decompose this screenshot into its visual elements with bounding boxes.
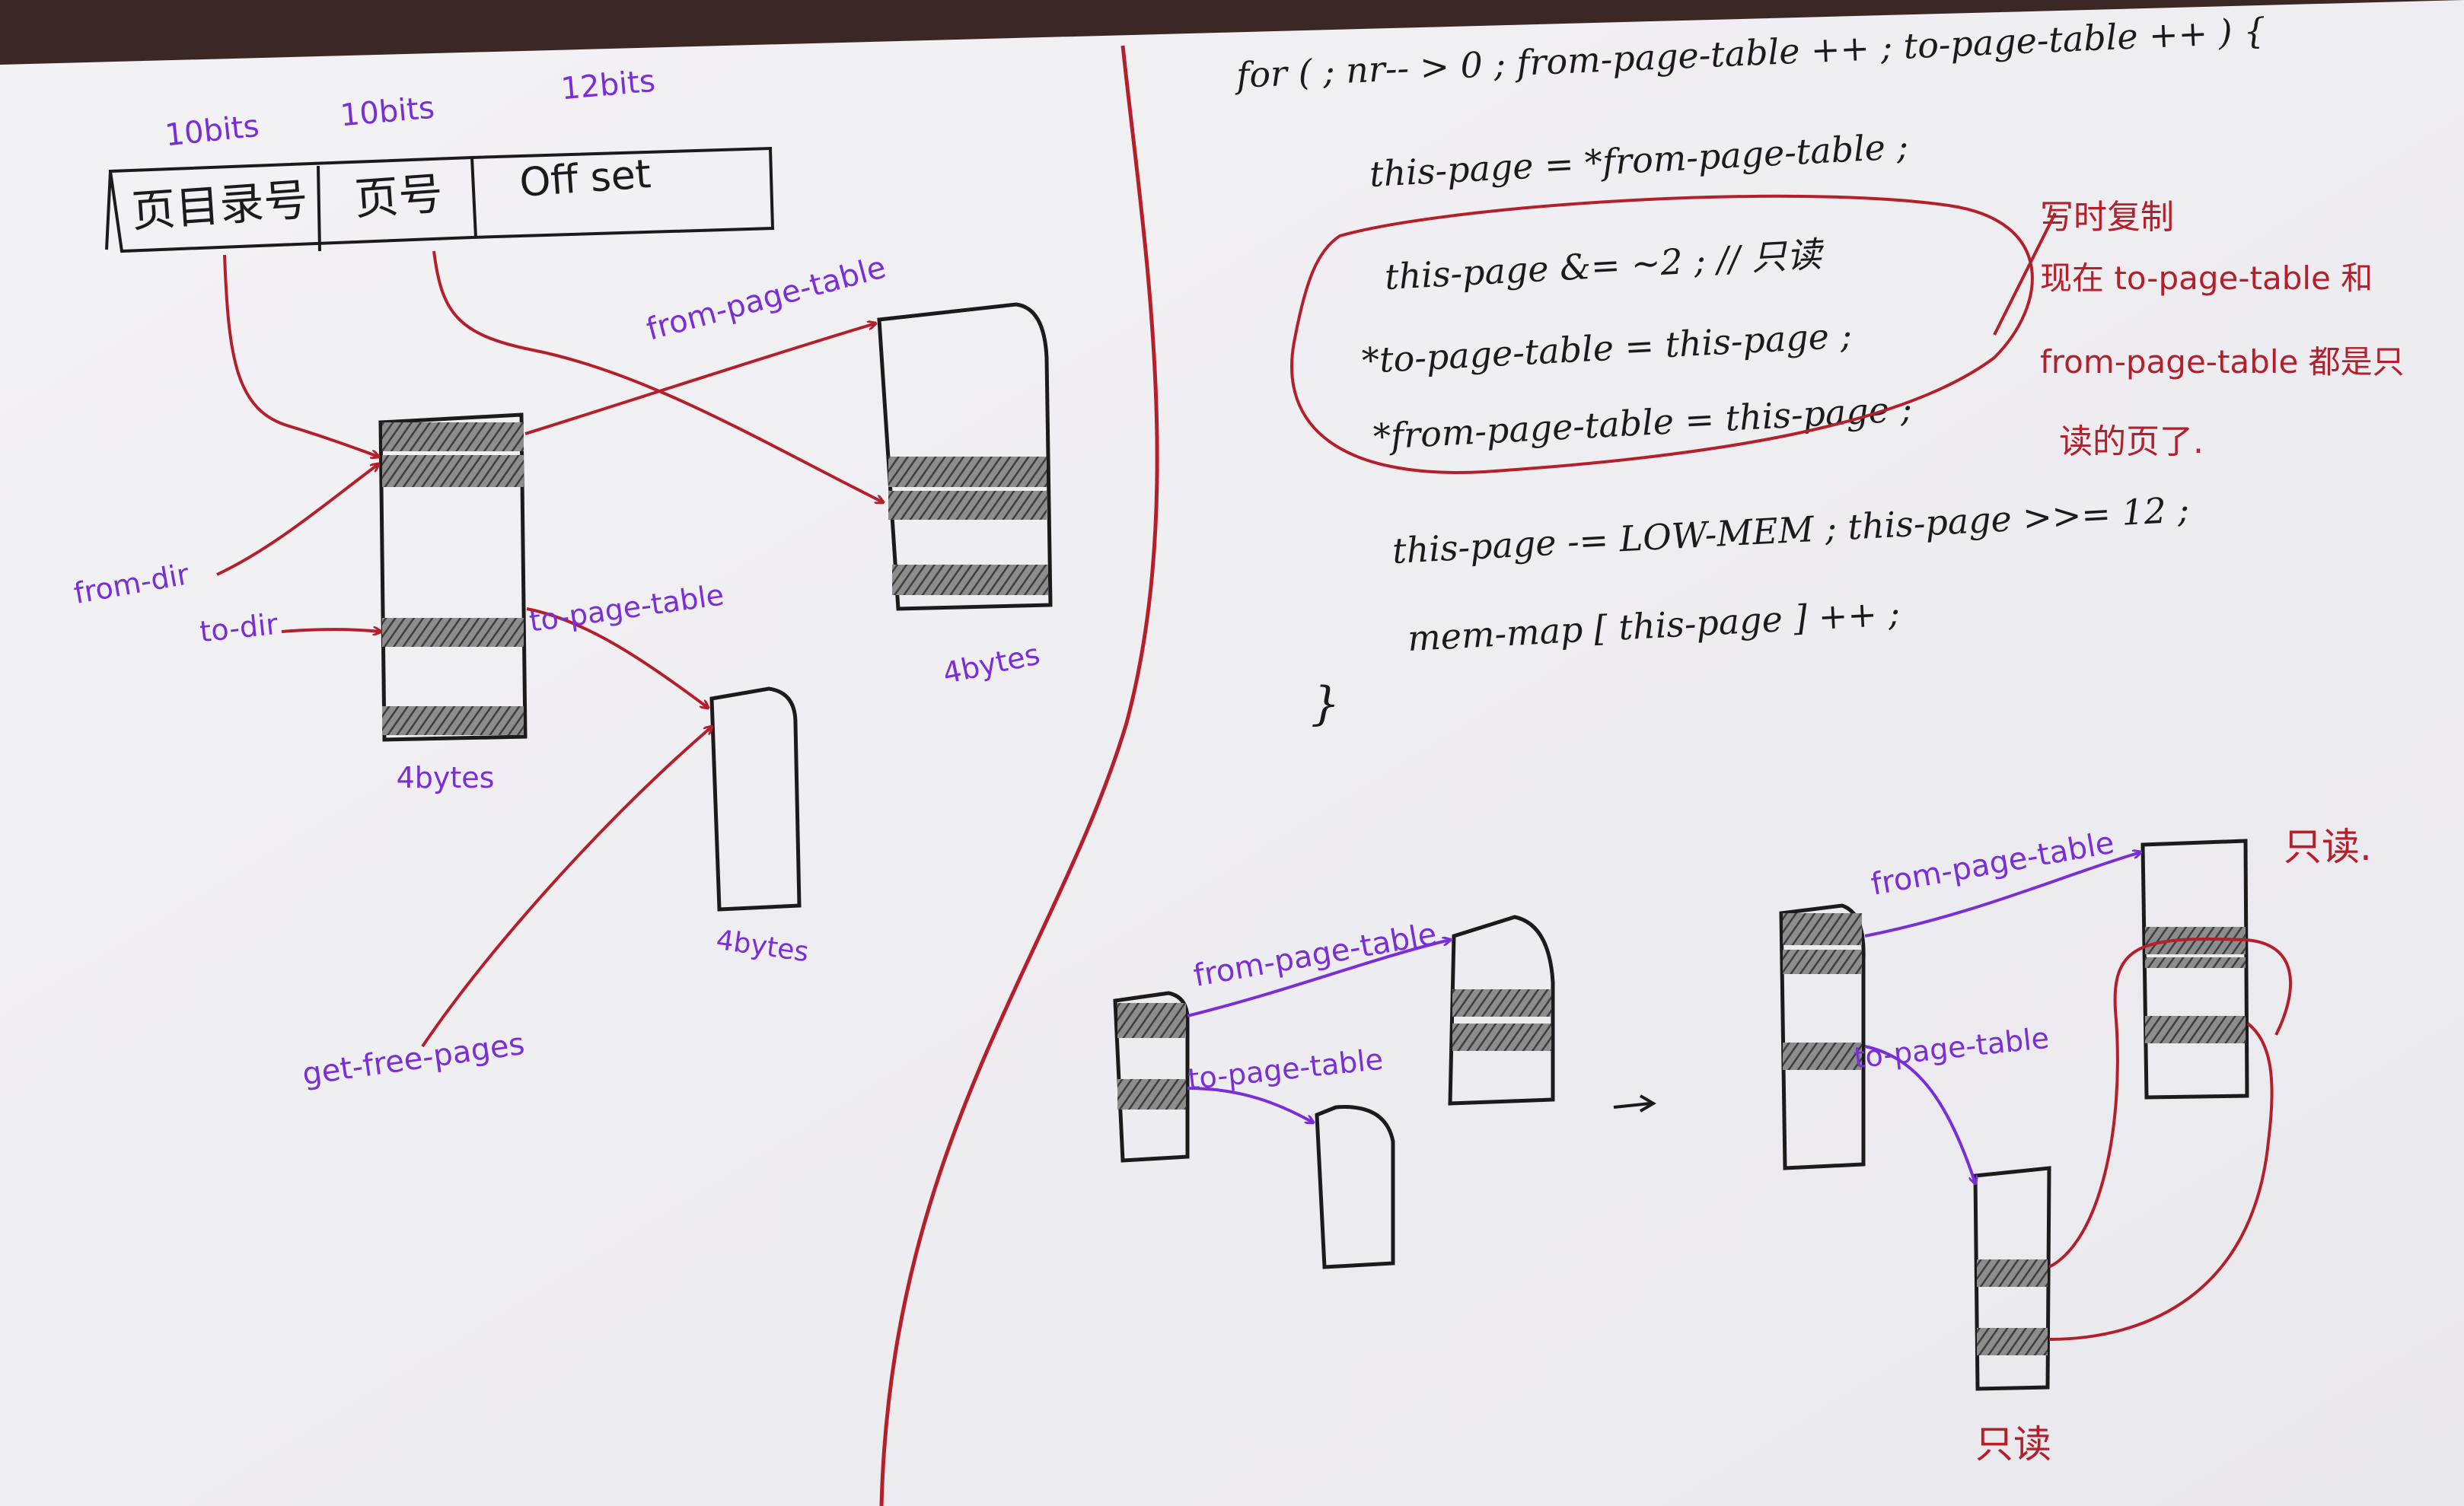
dir-entry: [1117, 1079, 1186, 1110]
dir-entry: [1117, 1003, 1186, 1038]
arrow-to-dir: [281, 629, 381, 632]
arrow-to-page-table: [526, 607, 708, 708]
address-divider-1: [317, 165, 321, 252]
bits-label-offset: 12bits: [559, 64, 656, 107]
page-entry: [2145, 957, 2246, 968]
dir-entry: [382, 422, 524, 451]
address-format: 10bits 10bits 12bits 页目录号 页号 Off set: [105, 64, 775, 253]
arrow-from-page-table-a: [1187, 940, 1450, 1017]
dir-entry: [1783, 1043, 1862, 1070]
arrow-from-page-table: [524, 323, 875, 435]
label-readonly-top: 只读.: [2284, 825, 2372, 869]
page-entry: [1977, 1259, 2048, 1287]
arrow-dir-index: [223, 254, 378, 457]
from-page-table-block: 4bytes: [877, 302, 1053, 690]
page-entry: [1452, 989, 1551, 1017]
note-line-4: 读的页了.: [2059, 422, 2204, 461]
arrow-get-free-pages: [421, 727, 712, 1048]
arrow-to-page-table-b: [1864, 1045, 1975, 1183]
arrow-from-page-table-b: [1864, 852, 2140, 938]
note-line-3: from-page-table 都是只: [2040, 343, 2405, 380]
highlight-ellipse: [1290, 194, 2034, 474]
transition-arrow: [1613, 1094, 1656, 1113]
arrow-to-page-table-a: [1187, 1087, 1313, 1122]
arrow-from-dir: [216, 464, 378, 576]
divider-line: [879, 45, 1159, 1506]
copy-on-write-note: 写时复制 现在 to-page-table 和 from-page-table …: [2040, 198, 2405, 461]
page-directory-block: 4bytes: [378, 412, 528, 794]
field-page-index: 页号: [352, 167, 444, 225]
label-readonly-bottom: 只读: [1975, 1422, 2051, 1466]
arrow-page-index: [432, 250, 883, 502]
dir-entry: [382, 455, 524, 487]
bits-label-page: 10bits: [339, 91, 435, 134]
page-entry: [892, 565, 1048, 595]
page-entry: [1977, 1328, 2048, 1355]
note-line-1: 写时复制: [2040, 198, 2174, 237]
note-line-2: 现在 to-page-table 和: [2040, 259, 2373, 297]
shared-link-2: [2048, 1022, 2274, 1341]
note-pointer: [1993, 212, 2057, 336]
page-entry: [888, 491, 1047, 520]
page-entry: [2145, 1016, 2246, 1043]
field-offset: Off set: [518, 151, 653, 206]
dir-entry: [382, 618, 524, 647]
page-entry: [888, 457, 1047, 487]
code-line-8: }: [1311, 677, 1340, 731]
field-dir-index: 页目录号: [130, 174, 310, 237]
shared-link-1: [2048, 937, 2293, 1269]
dir-entry: [1783, 913, 1862, 945]
dir-entry: [1783, 950, 1862, 974]
page-entry: [1452, 1024, 1551, 1051]
address-divider-2: [470, 157, 477, 238]
dir-entry: [382, 706, 524, 735]
label-to-dir: to-dir: [198, 607, 279, 649]
size-label-dir: 4bytes: [397, 761, 495, 794]
